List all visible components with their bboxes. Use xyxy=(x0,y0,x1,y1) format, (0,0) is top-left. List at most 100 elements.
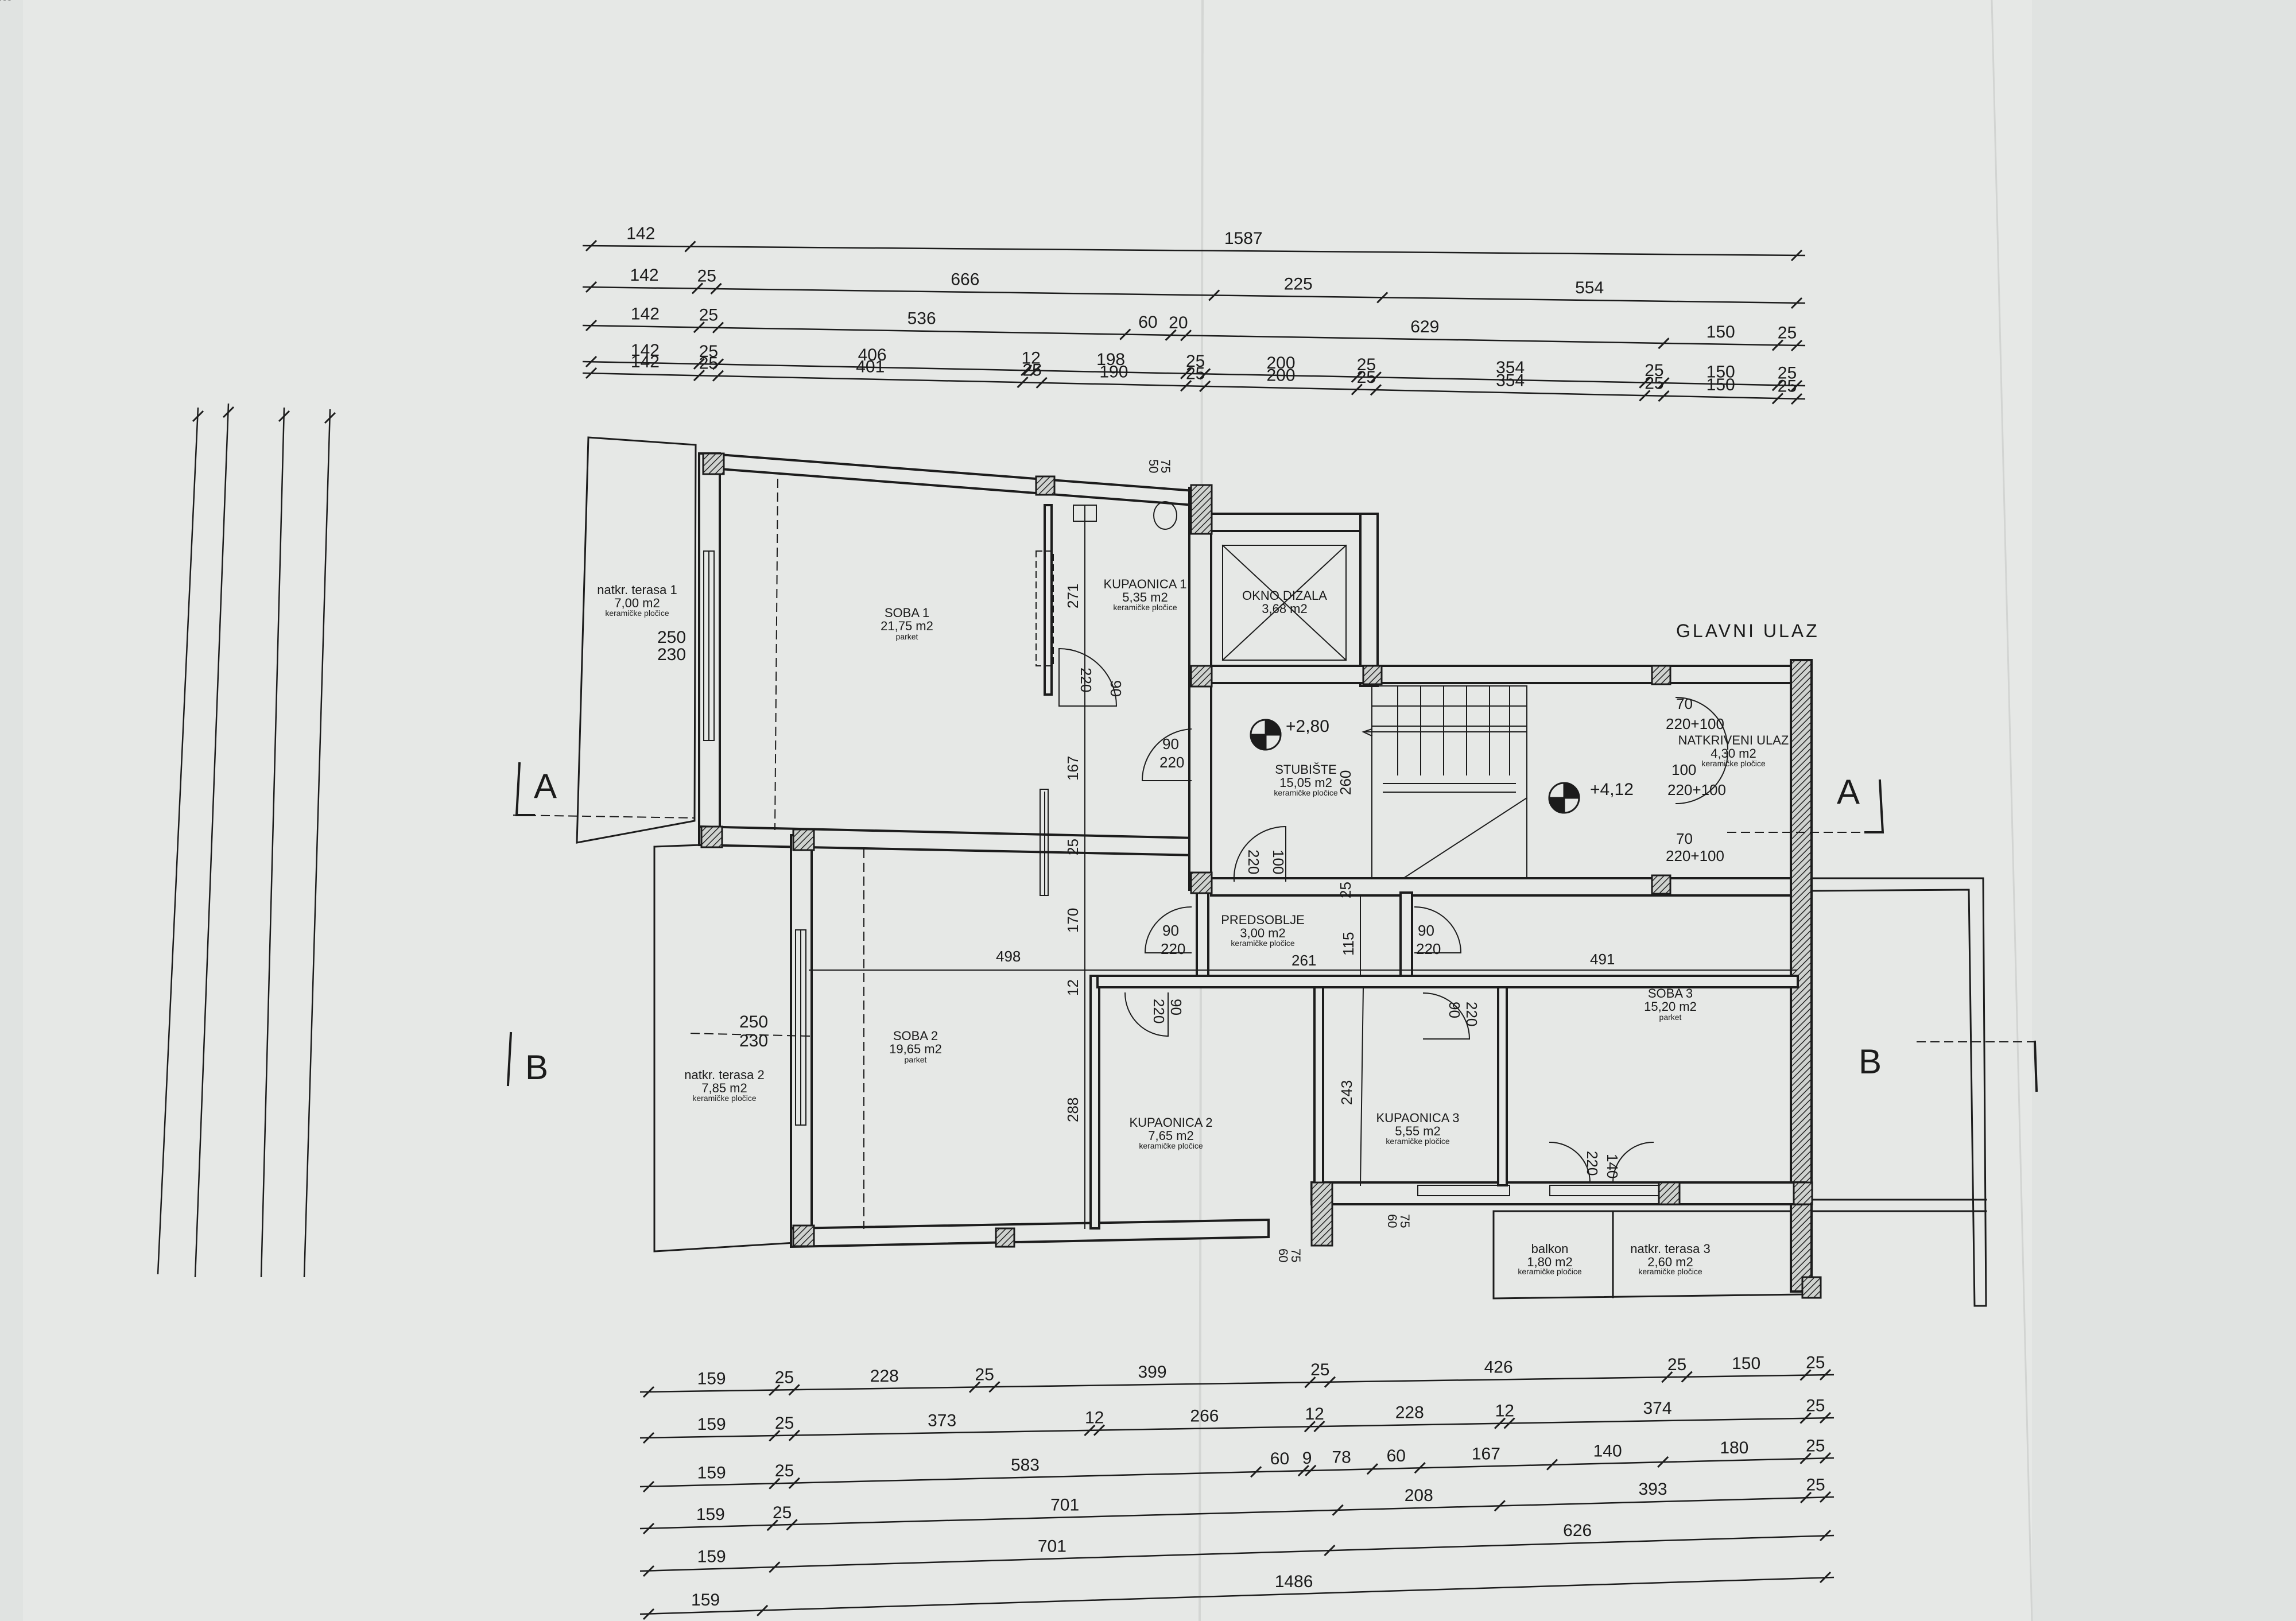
svg-text:natkr. terasa 1: natkr. terasa 1 xyxy=(597,583,677,597)
dimension-label: 25 xyxy=(773,1503,792,1522)
dimension-label: 8 xyxy=(0,0,5,4)
dimension-tick xyxy=(1180,380,1192,392)
dimension-tick xyxy=(1657,1456,1669,1468)
dimension-tick xyxy=(585,367,598,379)
door-balkon-height: 220 xyxy=(1584,1151,1601,1176)
dimension-label: 198 xyxy=(1096,350,1125,369)
dimension-tick xyxy=(1658,338,1670,350)
svg-text:PREDSOBLJE: PREDSOBLJE xyxy=(1221,913,1305,927)
dimension-tick xyxy=(1165,329,1177,341)
dimension-tick xyxy=(691,282,704,294)
dimension-tick xyxy=(642,1432,655,1444)
dimension-line xyxy=(582,360,1806,387)
dimension-tick xyxy=(1304,1421,1316,1433)
dimension-label: 225 xyxy=(1284,274,1313,293)
svg-text:3,68 m2: 3,68 m2 xyxy=(1262,602,1308,616)
svg-text:21,75 m2: 21,75 m2 xyxy=(881,619,933,633)
dimension-label: 25 xyxy=(1310,1360,1329,1379)
svg-text:SOBA 2: SOBA 2 xyxy=(893,1029,938,1043)
dimension-tick xyxy=(1790,393,1803,405)
svg-text:261: 261 xyxy=(1292,952,1316,969)
room-kupaonica1: KUPAONICA 1 5,35 m2 keramičke pločice xyxy=(1103,577,1186,612)
dimension-label: 25 xyxy=(699,342,718,361)
dimension-label: 536 xyxy=(907,309,936,328)
dimension-tick xyxy=(1351,371,1363,383)
dimension-line xyxy=(639,1576,1835,1615)
dimension-label: 25 xyxy=(1186,352,1205,371)
dimension-label: 1587 xyxy=(1224,229,1263,248)
section-mark-b-right: B xyxy=(1859,1042,1882,1081)
dimension-tick xyxy=(788,1429,800,1441)
dimension-label: 150 xyxy=(1707,362,1735,381)
dimension-tick xyxy=(684,241,696,253)
dimension-tick xyxy=(1199,368,1211,380)
dimension-label: 60 xyxy=(1387,1447,1406,1465)
dimension-tick xyxy=(769,1561,781,1573)
svg-text:260: 260 xyxy=(1337,770,1354,795)
dimension-tick xyxy=(642,1480,655,1493)
dimension-label: 150 xyxy=(1707,323,1735,342)
svg-text:7,00 m2: 7,00 m2 xyxy=(614,596,660,610)
dimension-label: 12 xyxy=(1495,1402,1514,1421)
dimension-label: 159 xyxy=(697,1463,726,1482)
dimension-label: 208 xyxy=(1405,1486,1433,1505)
svg-text:keramičke pločice: keramičke pločice xyxy=(1139,1141,1203,1150)
svg-text:25: 25 xyxy=(1064,839,1081,855)
door-kupaonica2-height: 220 xyxy=(1150,999,1168,1023)
dimension-label: 25 xyxy=(1806,1353,1825,1372)
dimension-tick xyxy=(642,1565,655,1577)
svg-text:243: 243 xyxy=(1338,1080,1355,1105)
svg-text:KUPAONICA 1: KUPAONICA 1 xyxy=(1103,577,1186,591)
door-stair-height: 220 xyxy=(1245,850,1262,874)
dimension-tick xyxy=(1819,1491,1832,1503)
dimension-label: 100 xyxy=(0,0,14,4)
dimension-label: 701 xyxy=(1038,1537,1066,1556)
dimension-label: 426 xyxy=(1484,1358,1513,1376)
dimension-tick xyxy=(988,1381,1000,1393)
svg-text:271: 271 xyxy=(1064,584,1081,608)
svg-text:115: 115 xyxy=(1340,932,1357,956)
window-terasa2-height: 230 xyxy=(739,1031,768,1050)
dimension-tick xyxy=(1546,1459,1558,1471)
dimension-tick xyxy=(1084,1424,1096,1436)
dimension-label: 374 xyxy=(1643,1399,1672,1418)
svg-text:5,35 m2: 5,35 m2 xyxy=(1122,590,1168,604)
window-terasa1-height: 230 xyxy=(657,645,686,664)
inner-dimension-labels: 271 167 25 170 12 288 498 261 491 115 24… xyxy=(996,584,1615,1122)
dimension-tick xyxy=(1799,1452,1812,1464)
small-window-kupaonica2-height: 75 xyxy=(1289,1248,1303,1262)
svg-text:170: 170 xyxy=(1064,908,1081,933)
door-kupaonica3-height: 220 xyxy=(1463,1002,1480,1026)
door-kupaonica2-width: 90 xyxy=(1168,999,1185,1015)
dimension-tick xyxy=(1771,393,1783,405)
dimension-line xyxy=(582,245,1806,257)
dimension-tick xyxy=(1790,297,1803,309)
dimension-tick xyxy=(693,369,705,382)
dimension-label: 78 xyxy=(1332,1448,1351,1467)
dimension-tick xyxy=(1297,1465,1309,1477)
small-window-kupaonica3-height: 75 xyxy=(1398,1214,1412,1228)
windows xyxy=(703,550,1659,1196)
dimension-label: 150 xyxy=(1707,375,1735,394)
svg-text:498: 498 xyxy=(996,948,1021,965)
dimension-tick xyxy=(1503,1417,1515,1429)
dimension-tick xyxy=(1366,1463,1378,1475)
dimension-label: 100 xyxy=(0,0,14,4)
dimension-label: 159 xyxy=(697,1369,726,1388)
interior-dimension-lines xyxy=(809,505,1797,1229)
dimension-line xyxy=(157,407,199,1275)
dimension-line xyxy=(303,409,331,1278)
dimension-label: 626 xyxy=(1563,1521,1592,1540)
dimension-label: 25 xyxy=(775,1461,794,1480)
dimension-tick xyxy=(788,1384,800,1396)
svg-text:1,80 m2: 1,80 m2 xyxy=(1527,1255,1573,1269)
dimension-tick xyxy=(1119,328,1131,340)
dimension-tick xyxy=(1639,390,1651,402)
columns xyxy=(700,452,1822,1299)
entrance-opening-3-height: 220+100 xyxy=(1666,847,1724,864)
svg-text:natkr. terasa 3: natkr. terasa 3 xyxy=(1630,1242,1710,1256)
dimension-label: 167 xyxy=(1472,1444,1500,1463)
dimension-label: 373 xyxy=(928,1411,956,1430)
dimension-tick xyxy=(712,321,724,333)
dimension-tick xyxy=(766,1519,778,1531)
